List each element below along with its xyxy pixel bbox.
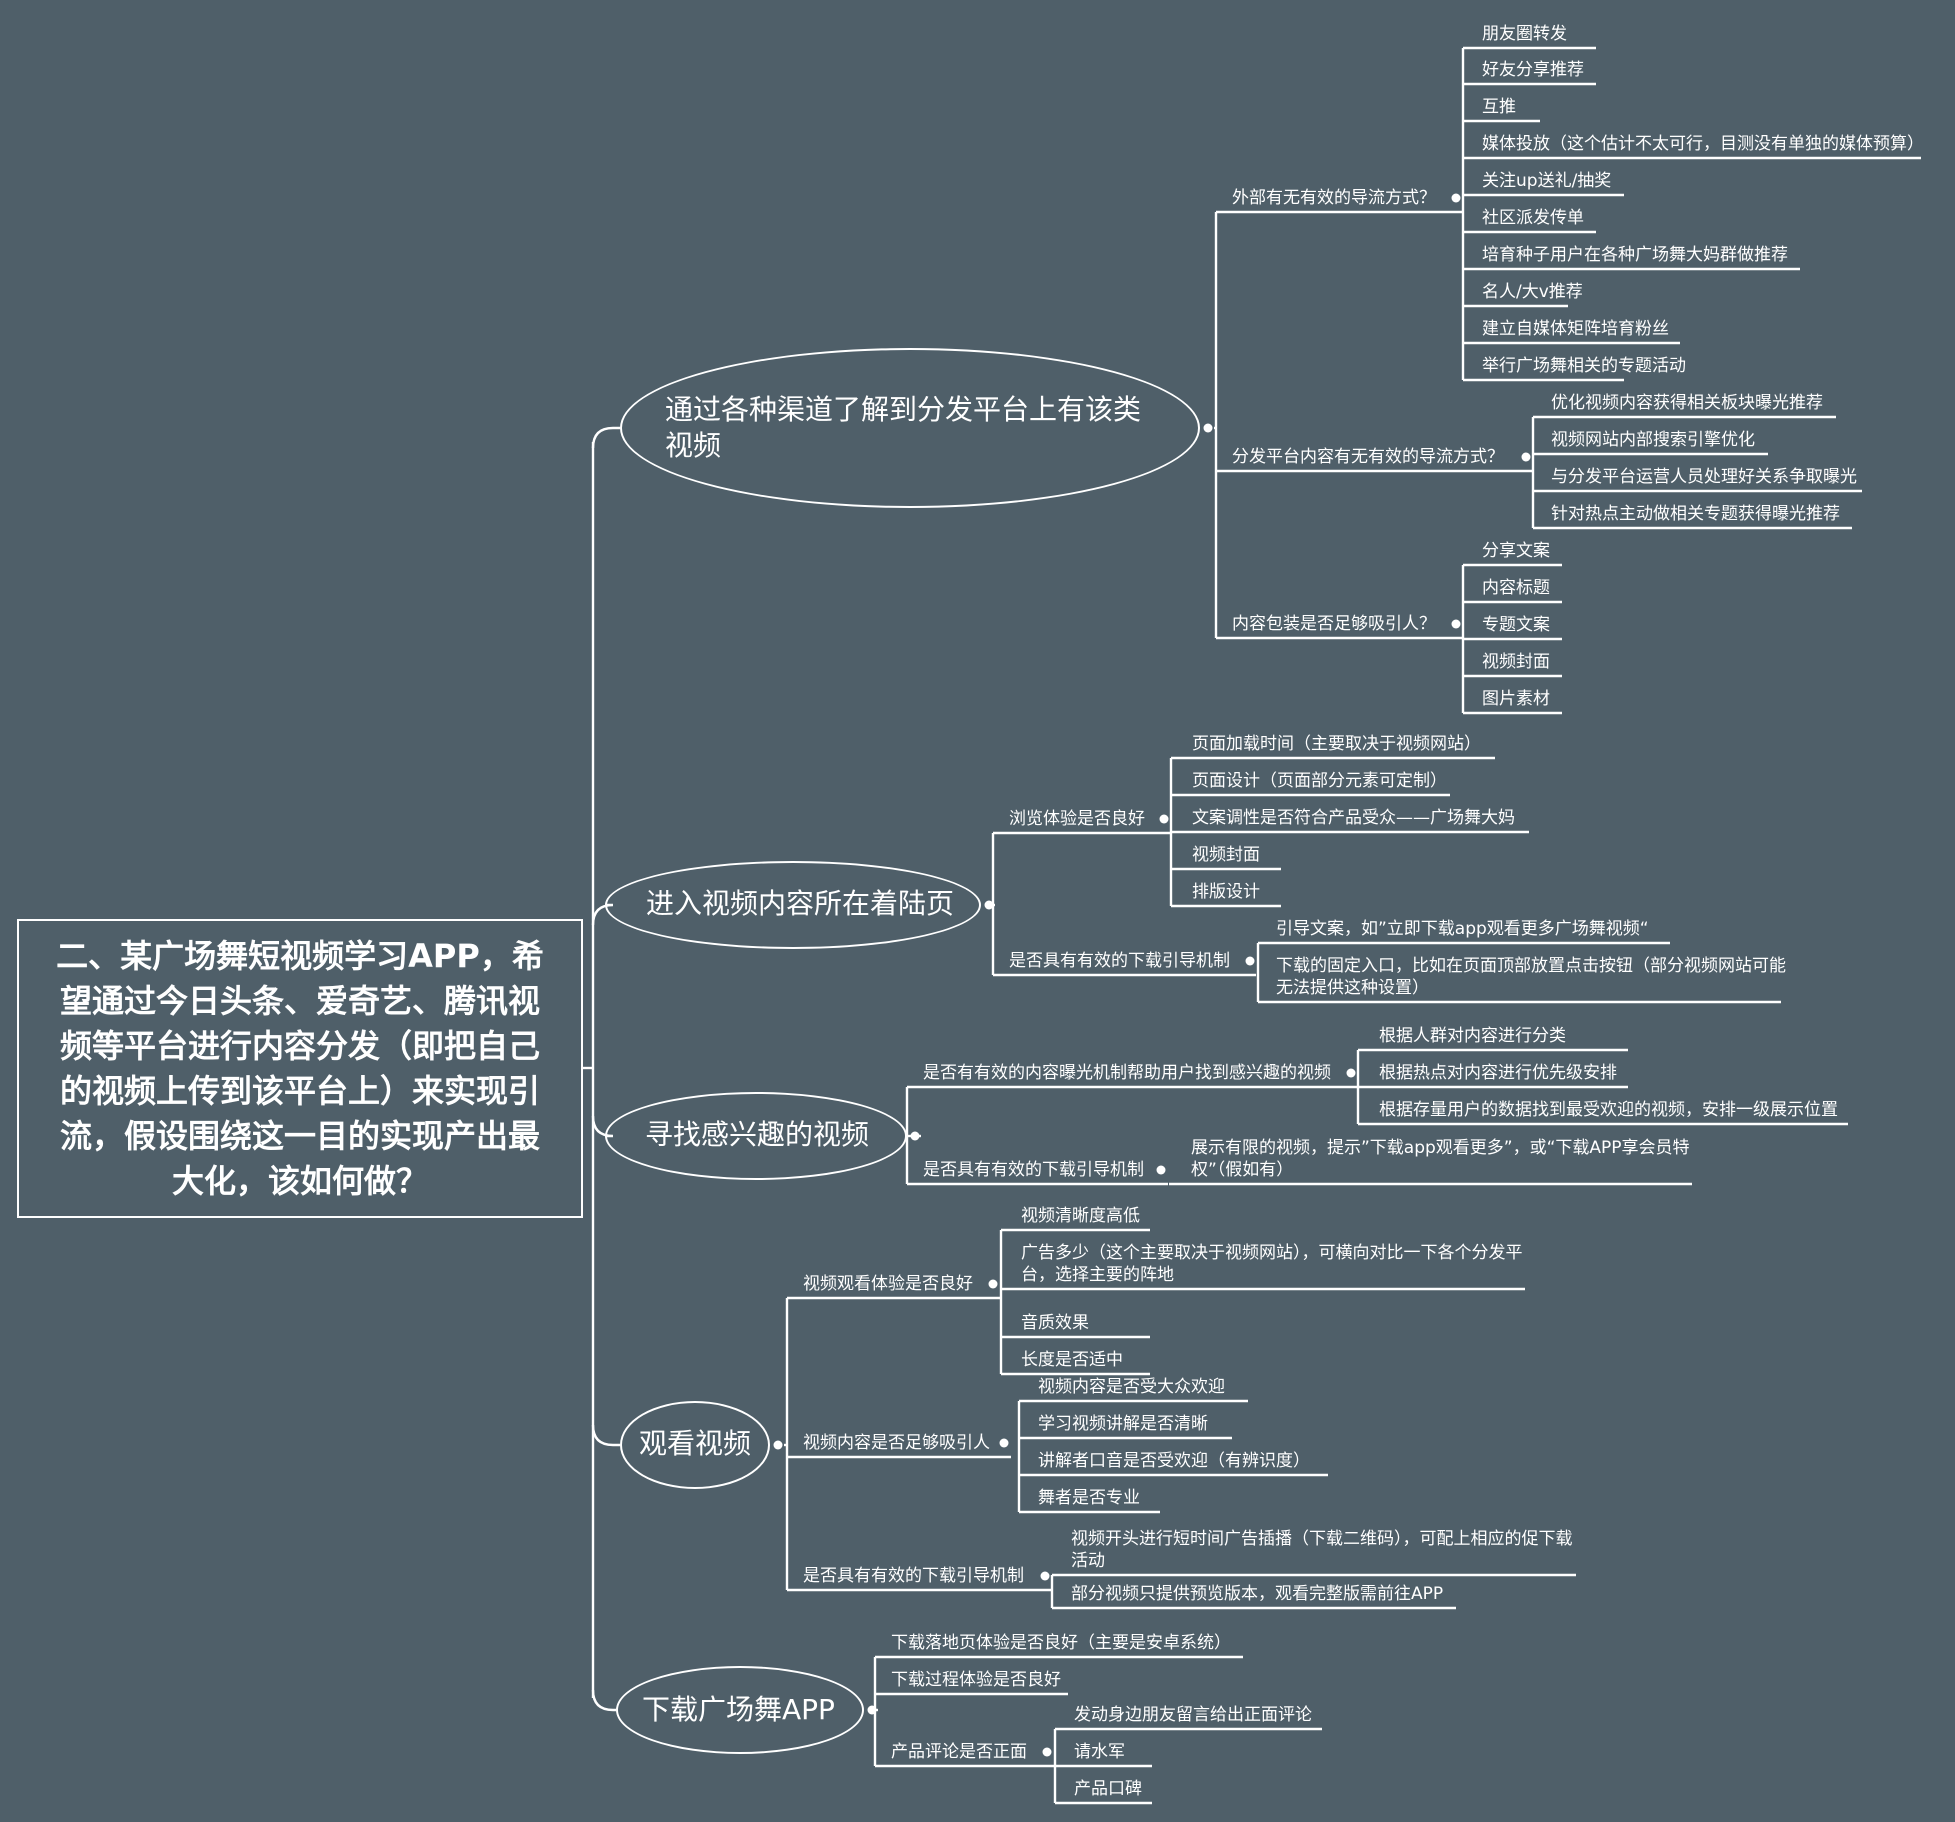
question-label-1-3[interactable]: 内容包装是否足够吸引人？ <box>1232 614 1436 634</box>
leaf-item-3-1-1[interactable]: 根据人群对内容进行分类 <box>1379 1026 1566 1046</box>
stage-node-5[interactable] <box>616 1666 864 1754</box>
leaf-item-1-3-5[interactable]: 图片素材 <box>1482 689 1550 709</box>
question-label-1-2[interactable]: 分发平台内容有无有效的导流方式？ <box>1232 447 1504 467</box>
leaf-item-4-2-1[interactable]: 视频内容是否受大众欢迎 <box>1038 1377 1225 1397</box>
question-label-1-1[interactable]: 外部有无有效的导流方式？ <box>1232 188 1436 208</box>
question-dot-1-2 <box>1521 452 1531 462</box>
leaf-item-1-1-2[interactable]: 好友分享推荐 <box>1482 60 1584 80</box>
leaf-item-4-2-2[interactable]: 学习视频讲解是否清晰 <box>1038 1414 1208 1434</box>
leaf-item-4-2-4[interactable]: 舞者是否专业 <box>1038 1488 1140 1508</box>
leaf-item-5-3-2[interactable]: 请水军 <box>1074 1742 1125 1762</box>
leaf-item-3-1-3[interactable]: 根据存量用户的数据找到最受欢迎的视频，安排一级展示位置 <box>1379 1100 1838 1120</box>
question-label-4-2[interactable]: 视频内容是否足够吸引人 <box>803 1433 990 1453</box>
leaf-item-2-1-1[interactable]: 页面加载时间（主要取决于视频网站） <box>1192 734 1481 754</box>
leaf-item-5-3-3[interactable]: 产品口碑 <box>1074 1779 1142 1799</box>
question-label-3-1[interactable]: 是否有有效的内容曝光机制帮助用户找到感兴趣的视频 <box>923 1063 1331 1083</box>
leaf-item-1-1-10[interactable]: 举行广场舞相关的专题活动 <box>1482 356 1686 376</box>
stage-node-1[interactable] <box>620 348 1200 508</box>
stage-node-3[interactable] <box>605 1092 907 1180</box>
leaf-item-5-3-1[interactable]: 发动身边朋友留言给出正面评论 <box>1074 1705 1312 1725</box>
stage-node-dot-4 <box>773 1440 783 1450</box>
stage-node-dot-1 <box>1203 423 1213 433</box>
stage-title-1[interactable]: 通过各种渠道了解到分发平台上有该类视频 <box>665 393 1142 462</box>
leaf-item-1-1-6[interactable]: 社区派发传单 <box>1482 208 1584 228</box>
leaf-item-1-2-2[interactable]: 视频网站内部搜索引擎优化 <box>1551 430 1755 450</box>
leaf-item-1-3-3[interactable]: 专题文案 <box>1482 615 1550 635</box>
leaf-item-2-1-4[interactable]: 视频封面 <box>1192 845 1260 865</box>
leaf-item-2-1-2[interactable]: 页面设计（页面部分元素可定制） <box>1192 771 1447 791</box>
leaf-item-4-1-2[interactable]: 广告多少（这个主要取决于视频网站），可横向对比一下各个分发平台，选择主要的阵地 <box>1021 1243 1523 1285</box>
question-label-2-2[interactable]: 是否具有有效的下载引导机制 <box>1009 951 1230 971</box>
question-dot-3-2 <box>1156 1165 1166 1175</box>
leaf-item-2-1-3[interactable]: 文案调性是否符合产品受众——广场舞大妈 <box>1192 808 1515 828</box>
stage-node-dot-2 <box>984 900 994 910</box>
question-label-5-2[interactable]: 下载过程体验是否良好 <box>891 1670 1061 1690</box>
question-dot-4-3 <box>1040 1571 1050 1581</box>
stage-connector-1 <box>591 426 620 449</box>
stage-connector-5 <box>591 1689 616 1712</box>
question-dot-2-2 <box>1245 956 1255 966</box>
leaf-item-4-3-2[interactable]: 部分视频只提供预览版本，观看完整版需前往APP <box>1071 1584 1444 1604</box>
leaf-item-3-2-1[interactable]: 展示有限的视频，提示”下载app观看更多”，或“下载APP享会员特权”（假如有） <box>1191 1138 1690 1180</box>
leaf-item-1-2-3[interactable]: 与分发平台运营人员处理好关系争取曝光 <box>1551 467 1857 487</box>
stage-node-2[interactable] <box>605 861 981 949</box>
question-dot-1-1 <box>1451 193 1461 203</box>
stage-title-2[interactable]: 进入视频内容所在着陆页 <box>646 887 955 920</box>
leaf-item-1-2-1[interactable]: 优化视频内容获得相关板块曝光推荐 <box>1551 393 1823 413</box>
question-label-2-1[interactable]: 浏览体验是否良好 <box>1009 809 1145 829</box>
root-topic-box[interactable]: 二、某广场舞短视频学习APP，希望通过今日头条、爱奇艺、腾讯视频等平台进行内容分… <box>17 919 583 1218</box>
question-label-4-1[interactable]: 视频观看体验是否良好 <box>803 1274 973 1294</box>
leaf-item-1-1-5[interactable]: 关注up送礼/抽奖 <box>1482 171 1612 191</box>
leaf-item-1-1-4[interactable]: 媒体投放（这个估计不太可行，目测没有单独的媒体预算） <box>1482 134 1924 154</box>
leaf-item-1-3-1[interactable]: 分享文案 <box>1482 541 1550 561</box>
leaf-item-1-3-4[interactable]: 视频封面 <box>1482 652 1550 672</box>
leaf-item-1-1-3[interactable]: 互推 <box>1482 97 1516 117</box>
question-dot-4-1 <box>988 1279 998 1289</box>
leaf-item-2-2-2[interactable]: 下载的固定入口，比如在页面顶部放置点击按钮（部分视频网站可能无法提供这种设置） <box>1276 956 1786 998</box>
leaf-item-4-2-3[interactable]: 讲解者口音是否受欢迎（有辨识度） <box>1038 1451 1310 1471</box>
stage-title-5[interactable]: 下载广场舞APP <box>642 1693 835 1726</box>
leaf-item-2-1-5[interactable]: 排版设计 <box>1192 882 1260 902</box>
leaf-item-1-2-4[interactable]: 针对热点主动做相关专题获得曝光推荐 <box>1551 504 1840 524</box>
question-label-3-2[interactable]: 是否具有有效的下载引导机制 <box>923 1160 1144 1180</box>
question-dot-1-3 <box>1451 619 1461 629</box>
leaf-item-4-1-1[interactable]: 视频清晰度高低 <box>1021 1206 1140 1226</box>
leaf-item-1-1-1[interactable]: 朋友圈转发 <box>1482 24 1567 44</box>
leaf-item-4-1-3[interactable]: 音质效果 <box>1021 1313 1089 1333</box>
stage-connector-4 <box>591 1424 620 1447</box>
leaf-item-1-1-8[interactable]: 名人/大v推荐 <box>1482 282 1583 302</box>
question-dot-3-1 <box>1346 1068 1356 1078</box>
question-dot-2-1 <box>1159 814 1169 824</box>
leaf-item-1-1-7[interactable]: 培育种子用户在各种广场舞大妈群做推荐 <box>1482 245 1788 265</box>
stage-node-4[interactable] <box>620 1401 770 1489</box>
leaf-item-3-1-2[interactable]: 根据热点对内容进行优先级安排 <box>1379 1063 1617 1083</box>
question-dot-4-2 <box>999 1438 1009 1448</box>
leaf-item-1-1-9[interactable]: 建立自媒体矩阵培育粉丝 <box>1482 319 1669 339</box>
question-dot-5-3 <box>1042 1747 1052 1757</box>
question-label-5-1[interactable]: 下载落地页体验是否良好（主要是安卓系统） <box>891 1633 1231 1653</box>
leaf-item-1-3-2[interactable]: 内容标题 <box>1482 578 1550 598</box>
root-topic-text: 二、某广场舞短视频学习APP，希望通过今日头条、爱奇艺、腾讯视频等平台进行内容分… <box>56 936 544 1200</box>
stage-title-4[interactable]: 观看视频 <box>639 1427 752 1460</box>
question-label-4-3[interactable]: 是否具有有效的下载引导机制 <box>803 1566 1024 1586</box>
stage-title-3[interactable]: 寻找感兴趣的视频 <box>645 1118 870 1151</box>
leaf-item-4-1-4[interactable]: 长度是否适中 <box>1021 1350 1123 1370</box>
question-label-5-3[interactable]: 产品评论是否正面 <box>891 1742 1027 1762</box>
leaf-item-2-2-1[interactable]: 引导文案，如”立即下载app观看更多广场舞视频“ <box>1276 919 1649 939</box>
leaf-item-4-3-1[interactable]: 视频开头进行短时间广告插播（下载二维码），可配上相应的促下载活动 <box>1071 1529 1573 1571</box>
